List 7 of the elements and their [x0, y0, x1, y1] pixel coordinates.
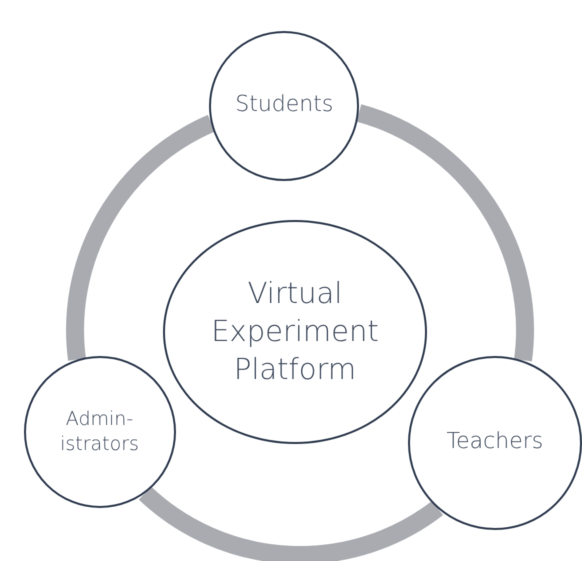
node-label: Virtual Experiment Platform — [210, 275, 380, 388]
ring-connector — [356, 104, 534, 361]
ring-connector — [66, 115, 216, 360]
node-label: Students — [235, 91, 334, 120]
ring-connector — [139, 486, 443, 561]
node-label: Teachers — [446, 428, 544, 456]
node-label: Admin- istrators — [59, 407, 140, 457]
